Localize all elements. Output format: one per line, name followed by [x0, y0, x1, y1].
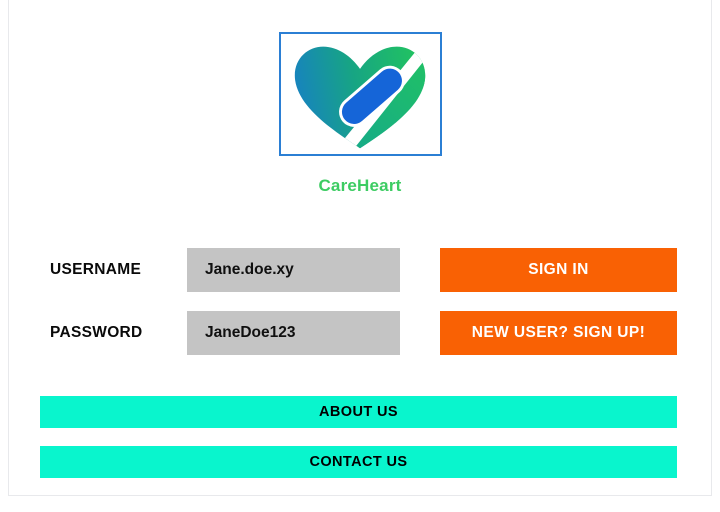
login-form: USERNAME SIGN IN PASSWORD NEW USER? SIGN… — [0, 240, 720, 360]
contact-us-button[interactable]: CONTACT US — [40, 446, 677, 478]
logo-frame — [278, 32, 442, 156]
username-label: USERNAME — [50, 261, 142, 278]
password-input[interactable] — [187, 311, 400, 355]
about-us-button[interactable]: ABOUT US — [40, 396, 677, 428]
sign-in-button[interactable]: SIGN IN — [440, 248, 677, 292]
username-row: USERNAME SIGN IN — [0, 248, 720, 292]
brand-block: CareHeart — [0, 32, 720, 196]
sign-up-button[interactable]: NEW USER? SIGN UP! — [440, 311, 677, 355]
heart-bandage-icon — [294, 46, 425, 149]
username-input[interactable] — [187, 248, 400, 292]
brand-name: CareHeart — [318, 176, 402, 195]
password-label: PASSWORD — [50, 324, 143, 341]
password-row: PASSWORD NEW USER? SIGN UP! — [0, 311, 720, 355]
